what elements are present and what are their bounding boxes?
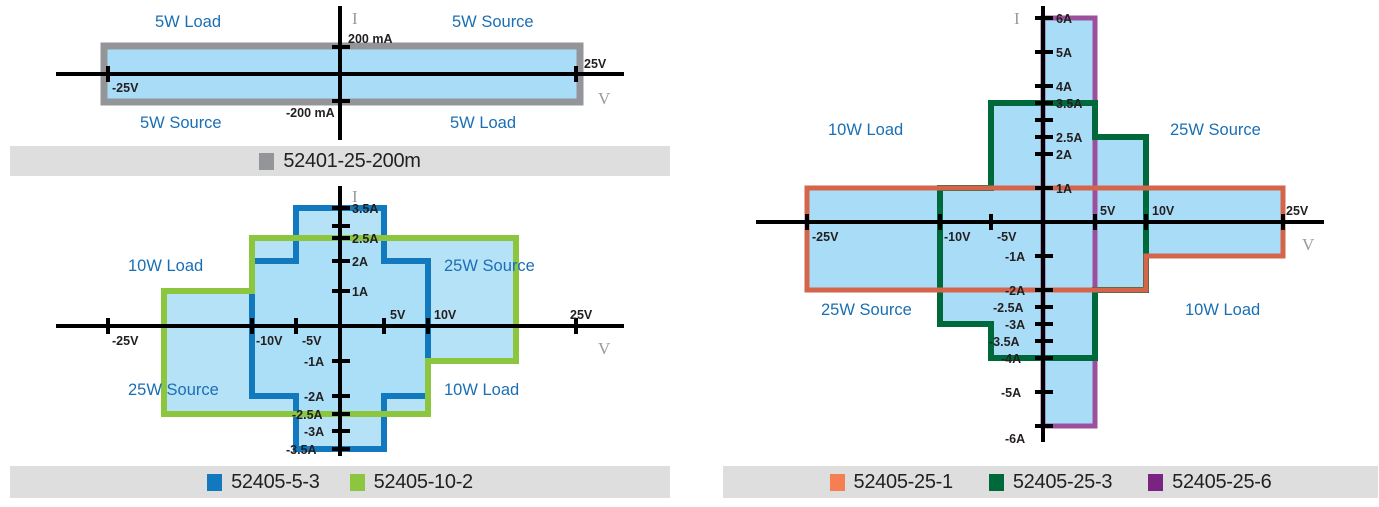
quadrant-label-bottom-right: 10W Load: [1185, 301, 1260, 319]
tick-label-v-neg25: -25V: [812, 230, 839, 244]
voltage-axis-label: V: [598, 89, 611, 108]
tick-label-v-pos: 25V: [584, 57, 607, 71]
tick-label-i-pos: 200 mA: [348, 32, 392, 46]
legend-label: 52401-25-200m: [283, 149, 421, 172]
tick-label-v-neg10: -10V: [944, 230, 971, 244]
tick-label-i-neg2p5a: -2.5A: [993, 301, 1024, 315]
tick-label-i-neg3a: -3A: [304, 425, 324, 439]
tick-label-v-pos10: 10V: [1152, 204, 1175, 218]
legend-swatch-icon: [829, 473, 845, 491]
chart-52405-5-10-panel: I V -25V -10V -5V 5V 10V 25V 3.5A 2.5A 2…: [0, 182, 680, 457]
current-axis-label: I: [352, 9, 358, 28]
legend-entry-52405-25-1: 52405-25-1: [829, 470, 954, 494]
tick-label-i-neg6a: -6A: [1005, 432, 1025, 446]
voltage-axis-label: V: [1302, 235, 1315, 254]
legend-52405-25: 52405-25-1 52405-25-3 52405-25-6: [723, 466, 1378, 498]
legend-52401: 52401-25-200m: [10, 146, 670, 176]
legend-52405-5-10: 52405-5-3 52405-10-2: [10, 466, 670, 498]
legend-label: 52405-10-2: [373, 470, 474, 493]
legend-label: 52405-25-6: [1172, 470, 1272, 493]
tick-label-v-pos25: 25V: [1286, 204, 1309, 218]
tick-label-i-2p5a: 2.5A: [352, 232, 378, 246]
quadrant-label-bottom-right: 5W Load: [450, 114, 516, 132]
tick-label-i-neg5a: -5A: [1001, 386, 1021, 400]
tick-label-i-3p5a: 3.5A: [1056, 97, 1082, 111]
tick-label-i-neg1a: -1A: [304, 355, 324, 369]
tick-label-i-neg3a: -3A: [1005, 318, 1025, 332]
tick-label-v-pos10: 10V: [434, 308, 457, 322]
tick-label-i-1a: 1A: [1056, 182, 1072, 196]
tick-label-v-neg5: -5V: [997, 230, 1017, 244]
tick-label-i-5a: 5A: [1056, 46, 1072, 60]
quadrant-label-bottom-right: 10W Load: [444, 381, 519, 399]
quadrant-label-top-left: 10W Load: [128, 257, 203, 275]
tick-label-i-neg2a: -2A: [304, 390, 324, 404]
tick-label-v-neg10: -10V: [256, 334, 283, 348]
chart-52405-25-panel: I V -25V -10V -5V 5V 10V 25V 6A 5A 4A 3.…: [700, 0, 1379, 455]
legend-entry-52401-25-200m: 52401-25-200m: [259, 149, 421, 173]
tick-label-v-neg: -25V: [112, 81, 139, 95]
legend-swatch-icon: [259, 152, 275, 170]
quadrant-label-bottom-left: 25W Source: [128, 381, 219, 399]
tick-label-i-neg3p5a: -3.5A: [286, 443, 317, 457]
tick-label-i-2a: 2A: [352, 255, 368, 269]
envelope-outline-52405-25-1: [804, 185, 1286, 293]
quadrant-label-top-right: 25W Source: [1170, 121, 1261, 139]
legend-swatch-icon: [1148, 473, 1164, 491]
tick-label-i-neg1a: -1A: [1005, 250, 1025, 264]
tick-label-i-4a: 4A: [1056, 80, 1072, 94]
legend-entry-52405-25-3: 52405-25-3: [988, 470, 1113, 494]
quadrant-label-top-right: 25W Source: [444, 257, 535, 275]
voltage-axis-label: V: [598, 339, 611, 358]
tick-label-i-1a: 1A: [352, 285, 368, 299]
tick-label-i-neg: -200 mA: [286, 106, 335, 120]
tick-label-v-pos5: 5V: [390, 308, 406, 322]
current-axis-label: I: [1014, 9, 1020, 28]
legend-label: 52405-25-1: [853, 470, 954, 493]
legend-label: 52405-5-3: [231, 470, 320, 493]
legend-label: 52405-25-3: [1012, 470, 1113, 493]
tick-label-i-6a: 6A: [1056, 12, 1072, 26]
current-axis-label: I: [352, 187, 358, 206]
tick-label-v-neg5: -5V: [302, 334, 322, 348]
legend-swatch-icon: [207, 473, 223, 491]
legend-entry-52405-5-3: 52405-5-3: [207, 470, 320, 494]
quadrant-label-top-right: 5W Source: [452, 13, 534, 31]
tick-label-i-neg2p5a: -2.5A: [292, 408, 323, 422]
quadrant-label-top-left: 5W Load: [155, 13, 221, 31]
chart-52401-svg: I V 200 mA -200 mA -25V 25V 5W Load 5W S…: [56, 6, 624, 140]
quadrant-label-bottom-left: 25W Source: [821, 301, 912, 319]
quadrant-label-top-left: 10W Load: [828, 121, 903, 139]
chart-52401-panel: I V 200 mA -200 mA -25V 25V 5W Load 5W S…: [0, 0, 680, 145]
envelope-outline-52405-10-2: [161, 235, 519, 417]
quadrant-label-bottom-left: 5W Source: [140, 114, 222, 132]
tick-label-i-neg4a: -4A: [1001, 352, 1021, 366]
chart-52405-5-10-svg: I V -25V -10V -5V 5V 10V 25V 3.5A 2.5A 2…: [56, 186, 624, 457]
tick-label-v-pos5: 5V: [1100, 204, 1116, 218]
chart-52405-25-svg: I V -25V -10V -5V 5V 10V 25V 6A 5A 4A 3.…: [756, 6, 1324, 446]
tick-label-v-pos25: 25V: [570, 308, 593, 322]
tick-label-i-2p5a: 2.5A: [1056, 131, 1082, 145]
legend-entry-52405-10-2: 52405-10-2: [349, 470, 474, 494]
legend-swatch-icon: [988, 473, 1004, 491]
tick-label-v-neg25: -25V: [112, 334, 139, 348]
legend-swatch-icon: [349, 473, 365, 491]
legend-entry-52405-25-6: 52405-25-6: [1148, 470, 1272, 494]
tick-label-i-neg2a: -2A: [1005, 284, 1025, 298]
tick-label-i-neg3p5a: -3.5A: [989, 335, 1020, 349]
tick-label-i-2a: 2A: [1056, 148, 1072, 162]
tick-label-i-3p5a: 3.5A: [352, 202, 378, 216]
